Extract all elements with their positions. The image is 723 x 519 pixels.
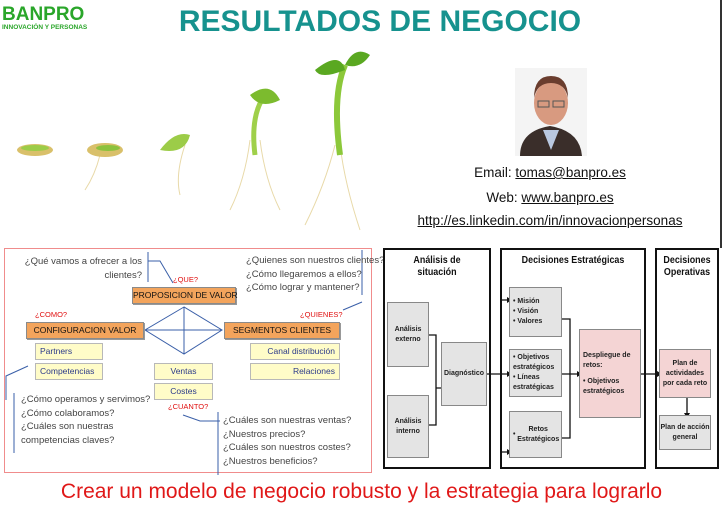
objetivos-box: • Objetivos estratégicos • Líneas estrat…	[509, 349, 562, 397]
divider	[719, 0, 722, 248]
seedlings-image	[17, 51, 370, 231]
question: ¿Cuáles son nuestras competencias claves…	[21, 421, 115, 446]
item: Líneas estratégicas	[513, 374, 554, 391]
banpro-logo: BANPRO INNOVACIÓN Y PERSONAS	[2, 4, 87, 31]
flow-arrows	[429, 297, 690, 455]
question-que: ¿Qué vamos a ofrecer a los clientes?	[24, 256, 142, 281]
linkedin-line: http://es.linkedin.com/in/innovacionpers…	[380, 213, 720, 228]
panel-title: Decisiones Estratégicas	[521, 254, 625, 266]
question: ¿Cómo colaboramos?	[21, 407, 115, 419]
questions-quienes: ¿Quienes son nuestros clientes? ¿Cómo ll…	[246, 254, 384, 295]
business-model-diagram	[4, 248, 372, 473]
logo-tagline: INNOVACIÓN Y PERSONAS	[2, 24, 88, 31]
segmentos-clientes-box: SEGMENTOS CLIENTES	[224, 322, 340, 339]
question: ¿Cómo operamos y servimos?	[21, 394, 151, 405]
question: ¿Nuestros beneficios?	[223, 455, 318, 467]
despliegue-title: Despliegue de retos:	[583, 351, 631, 369]
plan-actividades-box: Plan de actividades por cada reto	[659, 349, 711, 398]
item: Retos Estratégicos	[517, 425, 560, 443]
profile-photo	[515, 68, 587, 156]
question: ¿Cuáles son nuestras ventas?	[223, 415, 352, 426]
plan-accion-box: Plan de acción general	[659, 415, 711, 450]
diagram-lines	[5, 250, 363, 475]
email-line: Email: tomas@banpro.es	[380, 165, 720, 180]
tag-como: ¿COMO?	[35, 310, 68, 319]
analisis-interno-box: Análisis interno	[387, 395, 429, 458]
mision-box: • Misión • Visión • Valores	[509, 287, 562, 337]
question: ¿Quienes son nuestros clientes?	[246, 255, 385, 266]
configuracion-valor-box: CONFIGURACION VALOR	[26, 322, 144, 339]
item: Valores	[517, 318, 543, 325]
item: Misión	[517, 298, 540, 305]
panel-title: Análisis de situación	[413, 254, 461, 278]
web-line: Web: www.banpro.es	[380, 190, 720, 205]
canal-box: Canal distribución	[250, 343, 340, 360]
ventas-box: Ventas	[154, 363, 213, 380]
item: Visión	[517, 308, 539, 315]
panel-title: Decisiones Operativas	[663, 254, 711, 278]
linkedin-link[interactable]: http://es.linkedin.com/in/innovacionpers…	[417, 213, 683, 228]
tag-cuanto: ¿CUANTO?	[168, 402, 209, 411]
proposicion-valor-box: PROPOSICION DE VALOR	[132, 287, 238, 304]
questions-cuanto: ¿Cuáles son nuestras ventas? ¿Nuestros p…	[223, 414, 351, 468]
web-label: Web:	[486, 190, 518, 205]
question: ¿Nuestros precios?	[223, 428, 306, 440]
question: ¿Cómo llegaremos a ellos?	[246, 268, 362, 280]
analisis-externo-box: Análisis externo	[387, 302, 429, 367]
despliegue-box: Despliegue de retos: • Objetivos estraté…	[579, 329, 641, 418]
page-title: RESULTADOS DE NEGOCIO	[178, 5, 582, 38]
costes-box: Costes	[154, 383, 213, 400]
item: Objetivos estratégicos	[513, 354, 555, 371]
email-label: Email:	[474, 165, 512, 180]
retos-box: • Retos Estratégicos	[509, 411, 562, 458]
tag-quienes: ¿QUIENES?	[300, 310, 343, 319]
questions-como: ¿Cómo operamos y servimos? ¿Cómo colabor…	[21, 393, 166, 447]
item: Objetivos estratégicos	[583, 377, 625, 395]
relaciones-box: Relaciones	[250, 363, 340, 380]
web-link[interactable]: www.banpro.es	[521, 190, 614, 205]
footer-tagline: Crear un modelo de negocio robusto y la …	[60, 480, 663, 503]
partners-box: Partners	[35, 343, 103, 360]
tag-que: ¿QUE?	[173, 275, 199, 284]
logo-name: BANPRO	[2, 4, 85, 25]
question: ¿Cómo lograr y mantener?	[246, 282, 360, 293]
diagnostico-box: Diagnóstico	[441, 342, 487, 406]
question: ¿Cuáles son nuestros costes?	[223, 442, 351, 453]
email-link[interactable]: tomas@banpro.es	[515, 165, 626, 180]
competencias-box: Competencias	[35, 363, 103, 380]
